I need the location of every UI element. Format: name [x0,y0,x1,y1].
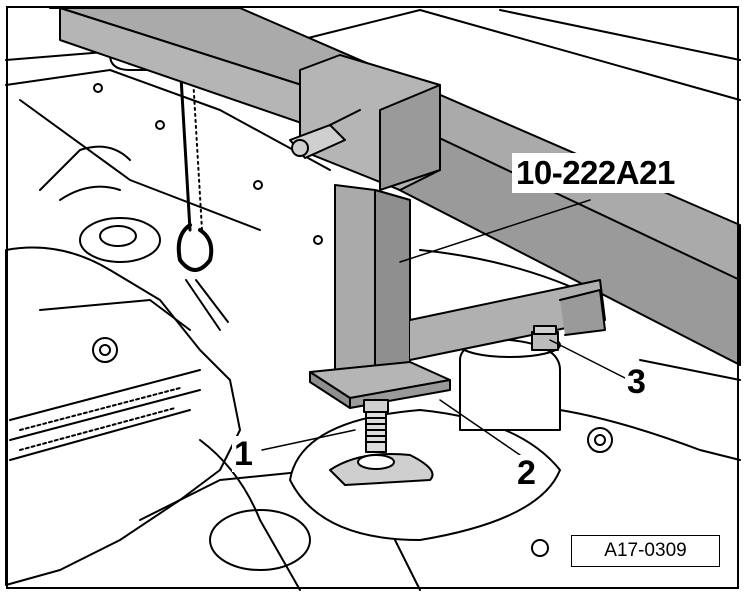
tool-foot [309,361,451,486]
callout-3: 3 [625,363,648,401]
callout-1: 1 [232,435,255,473]
callout-leaders [261,199,626,456]
leader-2 [439,399,521,456]
reference-code: A17-0309 [571,535,720,567]
figure-border [6,6,739,589]
leader-tool [399,199,591,263]
tool-post [334,184,606,391]
callout-2: 2 [515,454,538,492]
leader-1 [261,429,356,451]
strut-bolt [531,325,559,351]
leader-3 [549,339,626,379]
tool-clamp [289,54,441,191]
tool-label: 10-222A21 [512,153,679,193]
body-panel-lines [5,9,741,461]
